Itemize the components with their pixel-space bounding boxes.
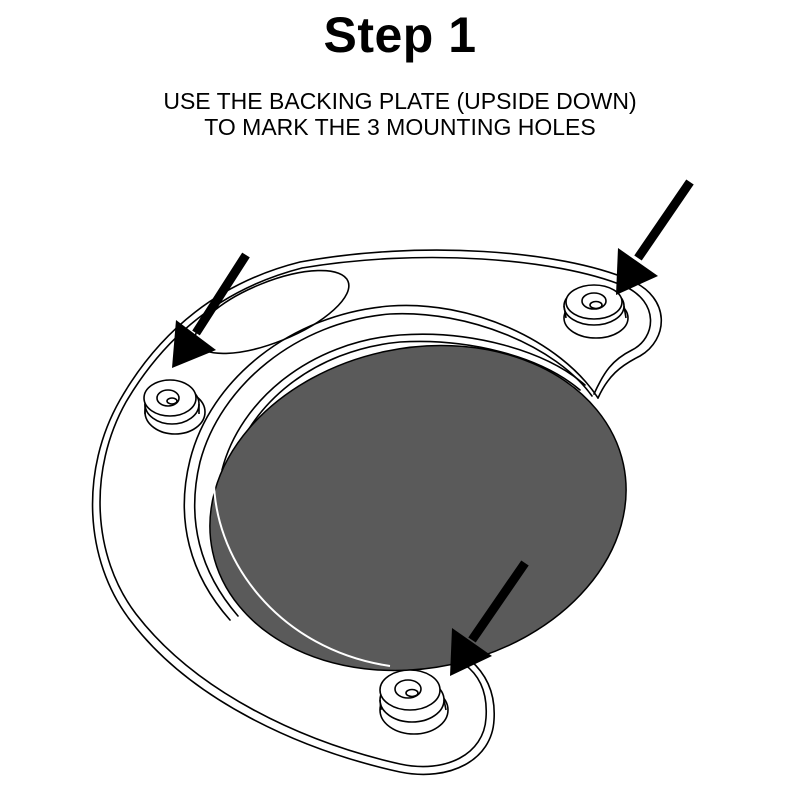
mounting-holes [143,284,629,735]
arrow-top-right-hole-icon [616,179,694,295]
center-disc [209,344,627,672]
instruction-line-2: TO MARK THE 3 MOUNTING HOLES [204,114,596,140]
arrow-bottom-hole-icon [450,560,529,676]
instruction-text: USE THE BACKING PLATE (UPSIDE DOWN) TO M… [0,88,800,140]
arrow-left-hole-icon [172,252,250,368]
mounting-hole-bottom [379,669,449,735]
step-title: Step 1 [323,7,477,63]
instruction-line-1: USE THE BACKING PLATE (UPSIDE DOWN) [163,88,637,114]
arrows [172,179,694,676]
mounting-hole-top-right [563,284,629,339]
mounting-hole-left [143,379,206,435]
